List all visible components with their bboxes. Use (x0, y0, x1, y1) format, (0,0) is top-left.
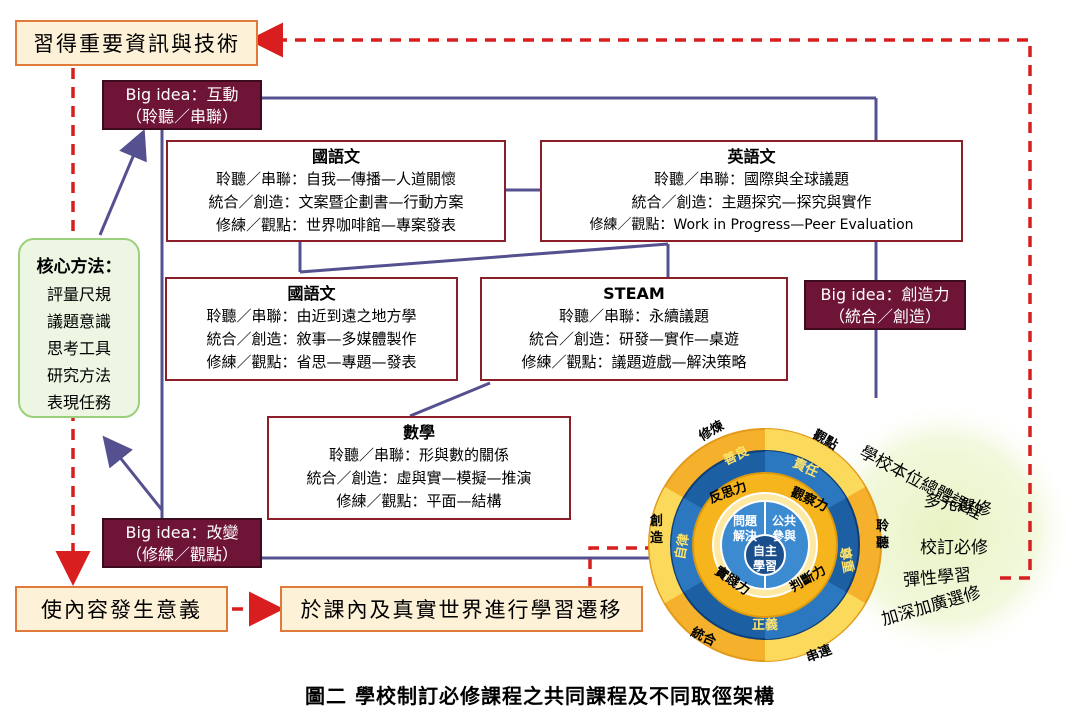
subject-title: 英語文 (727, 147, 776, 166)
big-idea-interaction: Big idea：互動 （聆聽／串聯） (102, 80, 262, 130)
big-idea-interaction-sub: （聆聽／串聯） (125, 107, 238, 126)
core-methods-box: 核心方法： 評量尺規 議題意識 思考工具 研究方法 表現任務 (18, 238, 140, 418)
subject-line: 統合／創造：虛與實—模擬—推演 (306, 469, 532, 487)
blue-connectors (98, 96, 878, 560)
subject-line: 修練／觀點：議題遊戲—解決策略 (521, 353, 747, 371)
subject-line: 修練／觀點：省思—專題—發表 (206, 353, 417, 371)
figure-caption: 圖二 學校制訂必修課程之共同課程及不同取徑架構 (305, 684, 775, 708)
subject-line: 統合／創造：研發—實作—桌遊 (528, 330, 739, 348)
right-glow (815, 400, 1075, 660)
top-left-box: 習得重要資訊與技術 (15, 20, 258, 66)
subject-line: 統合／創造：敘事—多媒體製作 (206, 330, 417, 348)
big-idea-interaction-title: Big idea：互動 (125, 85, 239, 104)
core-method-item: 評量尺規 (46, 285, 111, 304)
subject-line: 統合／創造：主題探究—探究與實作 (631, 193, 872, 211)
core-method-item: 表現任務 (46, 393, 111, 412)
subject-line: 修練／觀點：平面—結構 (336, 492, 502, 510)
big-idea-change-title: Big idea：改變 (125, 523, 239, 542)
core-method-item: 研究方法 (46, 366, 111, 385)
subject-math: 數學 聆聽／串聯：形與數的關係 統合／創造：虛與實—模擬—推演 修練／觀點：平面… (267, 416, 571, 520)
subject-line: 聆聽／串聯：自我—傳播—人道關懷 (215, 170, 456, 188)
big-idea-change: Big idea：改變 （修練／觀點） (102, 518, 262, 568)
big-idea-change-sub: （修練／觀點） (125, 545, 238, 564)
subject-line: 統合／創造：文案暨企劃書—行動方案 (208, 193, 464, 211)
subject-line: 修練／觀點：世界咖啡館—專案發表 (215, 216, 456, 234)
big-idea-creativity-title: Big idea：創造力 (820, 285, 950, 304)
subject-line: 聆聽／串聯：形與數的關係 (328, 446, 509, 464)
subject-title: 數學 (402, 423, 435, 442)
right-list-item: 校訂必修 (920, 538, 988, 558)
subject-line: 聆聽／串聯：由近到遠之地方學 (206, 307, 417, 325)
subject-line: 修練／觀點：Work in Progress—Peer Evaluation (589, 217, 914, 233)
core-method-item: 議題意識 (46, 312, 111, 331)
subject-chinese-1: 國語文 聆聽／串聯：自我—傳播—人道關懷 統合／創造：文案暨企劃書—行動方案 修… (166, 140, 506, 242)
subject-steam: STEAM 聆聽／串聯：永續議題 統合／創造：研發—實作—桌遊 修練／觀點：議題… (480, 277, 788, 381)
subject-chinese-2: 國語文 聆聽／串聯：由近到遠之地方學 統合／創造：敘事—多媒體製作 修練／觀點：… (165, 277, 458, 381)
big-idea-creativity-sub: （統合／創造） (828, 307, 941, 326)
subject-english: 英語文 聆聽／串聯：國際與全球議題 統合／創造：主題探究—探究與實作 修練／觀點… (540, 140, 963, 242)
subject-line: 聆聽／串聯：永續議題 (558, 307, 709, 325)
bottom-mid-box: 於課內及真實世界進行學習遷移 (280, 586, 643, 632)
subject-line: 聆聽／串聯：國際與全球議題 (653, 170, 849, 188)
core-method-item: 思考工具 (46, 339, 111, 358)
subject-title: 國語文 (311, 147, 360, 166)
subject-title: 國語文 (287, 284, 336, 303)
subject-title: STEAM (603, 284, 665, 303)
big-idea-creativity: Big idea：創造力 （統合／創造） (804, 280, 966, 330)
core-methods-title: 核心方法： (36, 257, 122, 277)
bottom-left-box: 使內容發生意義 (15, 586, 228, 632)
